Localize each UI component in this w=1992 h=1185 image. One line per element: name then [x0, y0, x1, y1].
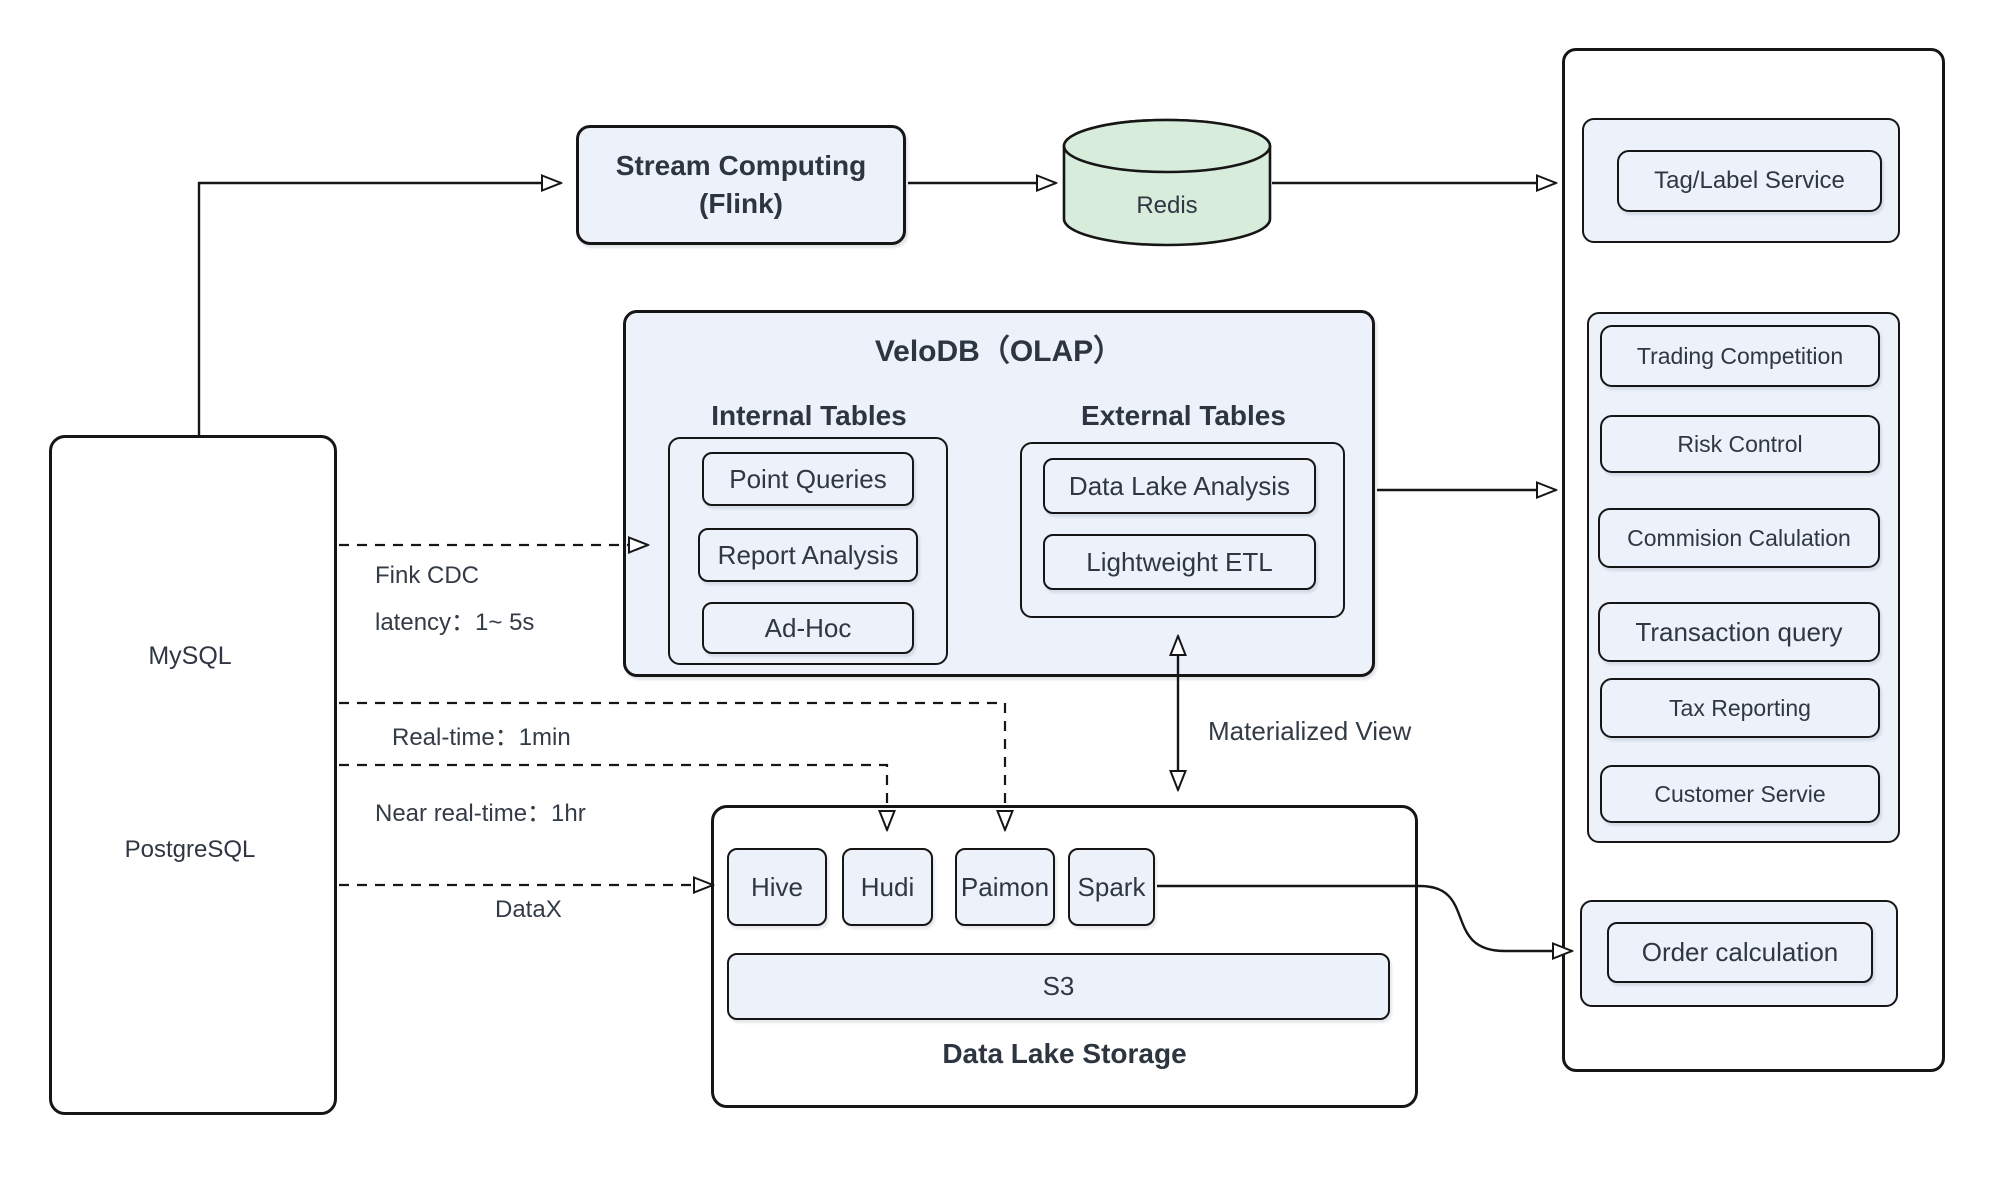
stream-computing-line1: Stream Computing — [615, 150, 867, 182]
node-paimon: Paimon — [955, 848, 1055, 926]
mysql-label: MySQL — [148, 642, 232, 670]
near-realtime-label: Near real-time：1hr — [375, 800, 586, 827]
node-s3: S3 — [727, 953, 1390, 1020]
node-order-calculation: Order calculation — [1607, 922, 1873, 983]
stream-computing-box: Stream Computing (Flink) — [576, 125, 906, 245]
node-spark: Spark — [1068, 848, 1155, 926]
node-transaction-query: Transaction query — [1598, 602, 1880, 662]
external-tables-title: External Tables — [1081, 400, 1286, 431]
realtime-label: Real-time：1min — [392, 724, 571, 751]
materialized-view-label: Materialized View — [1208, 716, 1412, 746]
node-customer-servie: Customer Servie — [1600, 765, 1880, 823]
middle-services-group — [1587, 312, 1900, 843]
stream-computing-line2: (Flink) — [699, 188, 783, 219]
fink-cdc-label-line1: Fink CDC — [375, 562, 480, 589]
redis-cylinder — [1062, 118, 1272, 247]
data-lake-title: Data Lake Storage — [942, 1038, 1187, 1069]
node-ad-hoc: Ad-Hoc — [702, 602, 914, 654]
fink-cdc-label-line2: latency：1~ 5s — [375, 609, 535, 636]
node-lightweight-etl: Lightweight ETL — [1043, 534, 1316, 590]
redis-label: Redis — [1136, 192, 1198, 219]
node-report-analysis: Report Analysis — [698, 528, 918, 582]
postgresql-label: PostgreSQL — [124, 836, 256, 863]
datax-label: DataX — [495, 896, 562, 923]
node-hive: Hive — [727, 848, 827, 926]
node-point-queries: Point Queries — [702, 452, 914, 506]
node-risk-control: Risk Control — [1600, 415, 1880, 473]
node-commision-calulation: Commision Calulation — [1598, 508, 1880, 568]
node-trading-competition: Trading Competition — [1600, 325, 1880, 387]
sources-container — [49, 435, 337, 1115]
internal-tables-title: Internal Tables — [711, 400, 907, 431]
node-tax-reporting: Tax Reporting — [1600, 678, 1880, 738]
node-data-lake-analysis: Data Lake Analysis — [1043, 458, 1316, 514]
velodb-title: VeloDB（OLAP） — [874, 335, 1124, 368]
node-hudi: Hudi — [842, 848, 933, 926]
node-tag-label-service: Tag/Label Service — [1617, 150, 1882, 212]
